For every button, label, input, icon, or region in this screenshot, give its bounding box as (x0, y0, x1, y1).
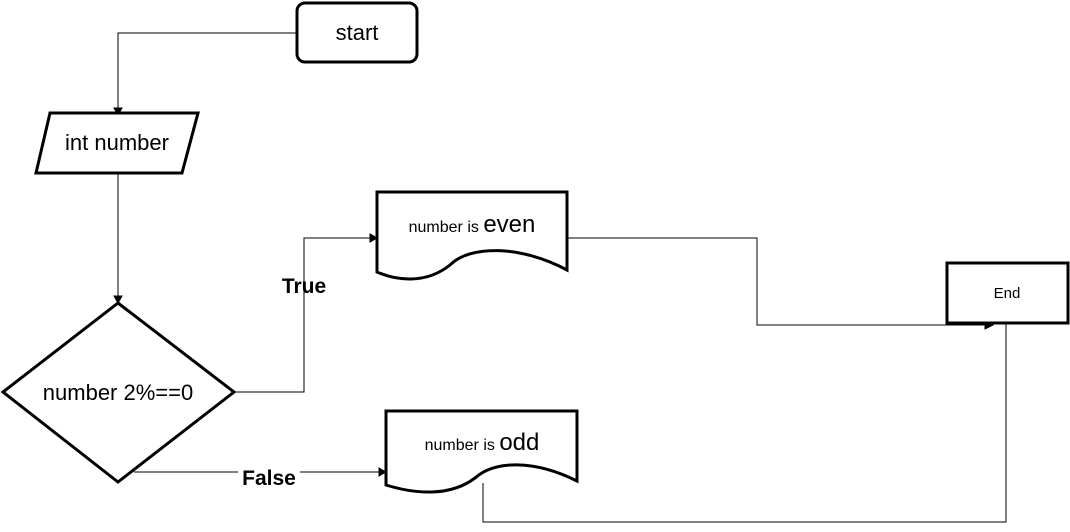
input-label: int number (65, 130, 169, 155)
false-label-bg (238, 464, 300, 488)
decision-label: number 2%==0 (43, 380, 193, 405)
arrowhead-even (369, 233, 379, 243)
edge-decision-to-even (234, 237, 370, 393)
true-edge-label: True (282, 275, 326, 298)
end-label: End (994, 285, 1021, 302)
start-label: start (336, 20, 379, 45)
edge-even-to-end (567, 237, 985, 326)
even-output-word: even (483, 211, 535, 238)
odd-output-node: number is odd (384, 409, 579, 494)
edge-odd-to-end (482, 324, 1007, 523)
edge-start-to-input (117, 32, 297, 108)
start-node: start (295, 1, 419, 64)
arrowhead-decision (113, 295, 123, 305)
even-output-node: number is even (375, 190, 569, 281)
end-node: End (945, 261, 1070, 325)
odd-output-prefix: number is (425, 437, 500, 454)
odd-output-word: odd (499, 429, 539, 456)
decision-node: number 2%==0 (0, 301, 237, 484)
arrowhead-odd (378, 467, 388, 477)
odd-output-label: number is odd (425, 429, 540, 456)
false-edge-label: False (242, 467, 296, 490)
even-output-prefix: number is (409, 219, 484, 236)
input-node: int number (34, 111, 200, 175)
even-output-label: number is even (409, 211, 536, 238)
